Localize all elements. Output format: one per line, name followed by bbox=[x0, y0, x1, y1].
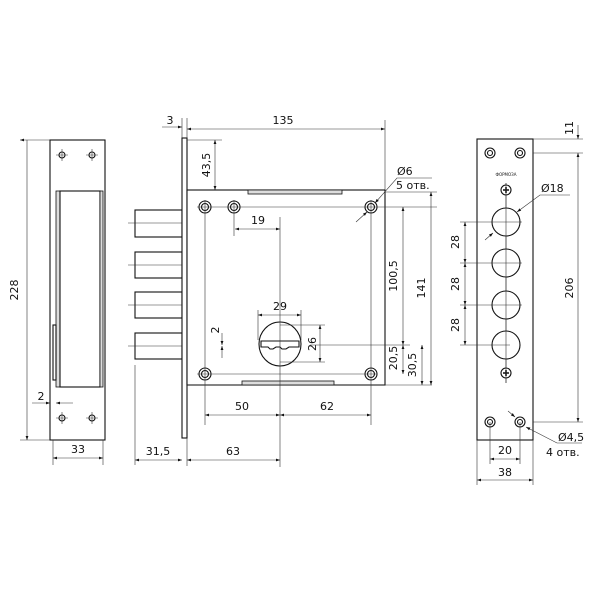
dim-top-margin: 11 bbox=[563, 121, 576, 135]
case-slot-top bbox=[247, 189, 343, 195]
screw-hole-icon bbox=[56, 149, 68, 161]
case-slot-bottom bbox=[241, 380, 335, 386]
dim-strike-offset: 2 bbox=[38, 390, 45, 403]
dim-body-length: 135 bbox=[273, 114, 294, 127]
dim-hole-spacing: 19 bbox=[251, 214, 265, 227]
dim-left-hole-to-center: 50 bbox=[235, 400, 249, 413]
dim-bolt-pitch-2: 28 bbox=[449, 277, 462, 291]
dim-screw-diameter: Ø4,5 bbox=[558, 431, 584, 444]
screw-hole-icon bbox=[86, 412, 98, 424]
dim-keyhole-offset: 2 bbox=[209, 327, 222, 334]
faceplate-logo: ФОРМОЗА bbox=[496, 172, 517, 177]
dim-bolt-hole-diameter: Ø18 bbox=[541, 182, 564, 195]
dim-screw-spacing: 206 bbox=[563, 278, 576, 299]
dim-hole-count: 5 отв. bbox=[396, 179, 430, 192]
strike-edge bbox=[52, 324, 57, 381]
dim-bolt-pitch-3: 28 bbox=[449, 318, 462, 332]
dim-screw-pitch: 20 bbox=[498, 444, 512, 457]
dim-strike-width: 33 bbox=[71, 443, 85, 456]
strike-plate-view: 228 33 2 bbox=[8, 140, 106, 465]
dim-faceplate-thickness: 3 bbox=[167, 114, 174, 127]
faceplate-outline bbox=[476, 138, 534, 441]
strike-box-lip bbox=[99, 190, 104, 388]
screw-hole-icon bbox=[484, 147, 496, 159]
bolt-holes bbox=[460, 183, 522, 383]
screw-hole-icon bbox=[514, 147, 526, 159]
screw-hole-icon bbox=[56, 412, 68, 424]
dim-backset: 63 bbox=[226, 445, 240, 458]
dim-strike-height: 228 bbox=[8, 280, 21, 301]
lock-faceplate-side bbox=[181, 137, 188, 439]
dim-bolt-pitch-1: 28 bbox=[449, 235, 462, 249]
dim-keyhole-height: 26 bbox=[306, 337, 319, 351]
dim-screw-count: 4 отв. bbox=[546, 446, 580, 459]
dim-lower-hole-offset: 20,5 bbox=[387, 346, 400, 371]
dim-body-height: 141 bbox=[415, 278, 428, 299]
strike-box-side bbox=[55, 190, 61, 388]
dim-vertical-hole-spacing: 100,5 bbox=[387, 260, 400, 292]
bolt bbox=[134, 209, 183, 238]
lock-body-view: 3 135 43,5 19 29 26 2 100,5 20,5 30,5 14 bbox=[128, 114, 437, 467]
screw-hole-icon bbox=[86, 149, 98, 161]
dim-faceplate-width: 38 bbox=[498, 466, 512, 479]
dim-center-to-right-hole: 62 bbox=[320, 400, 334, 413]
dim-hole-diameter: Ø6 bbox=[397, 165, 413, 178]
faceplate-view: ФОРМОЗА 28 28 28 Ø18 11 bbox=[449, 121, 584, 485]
dim-keyhole-center-height: 30,5 bbox=[406, 353, 419, 378]
strike-screw-holes bbox=[56, 149, 98, 424]
dim-bolt-projection: 31,5 bbox=[146, 445, 171, 458]
bolts bbox=[128, 209, 228, 360]
dim-top-offset: 43,5 bbox=[200, 153, 213, 178]
dim-keyhole-width: 29 bbox=[273, 300, 287, 313]
